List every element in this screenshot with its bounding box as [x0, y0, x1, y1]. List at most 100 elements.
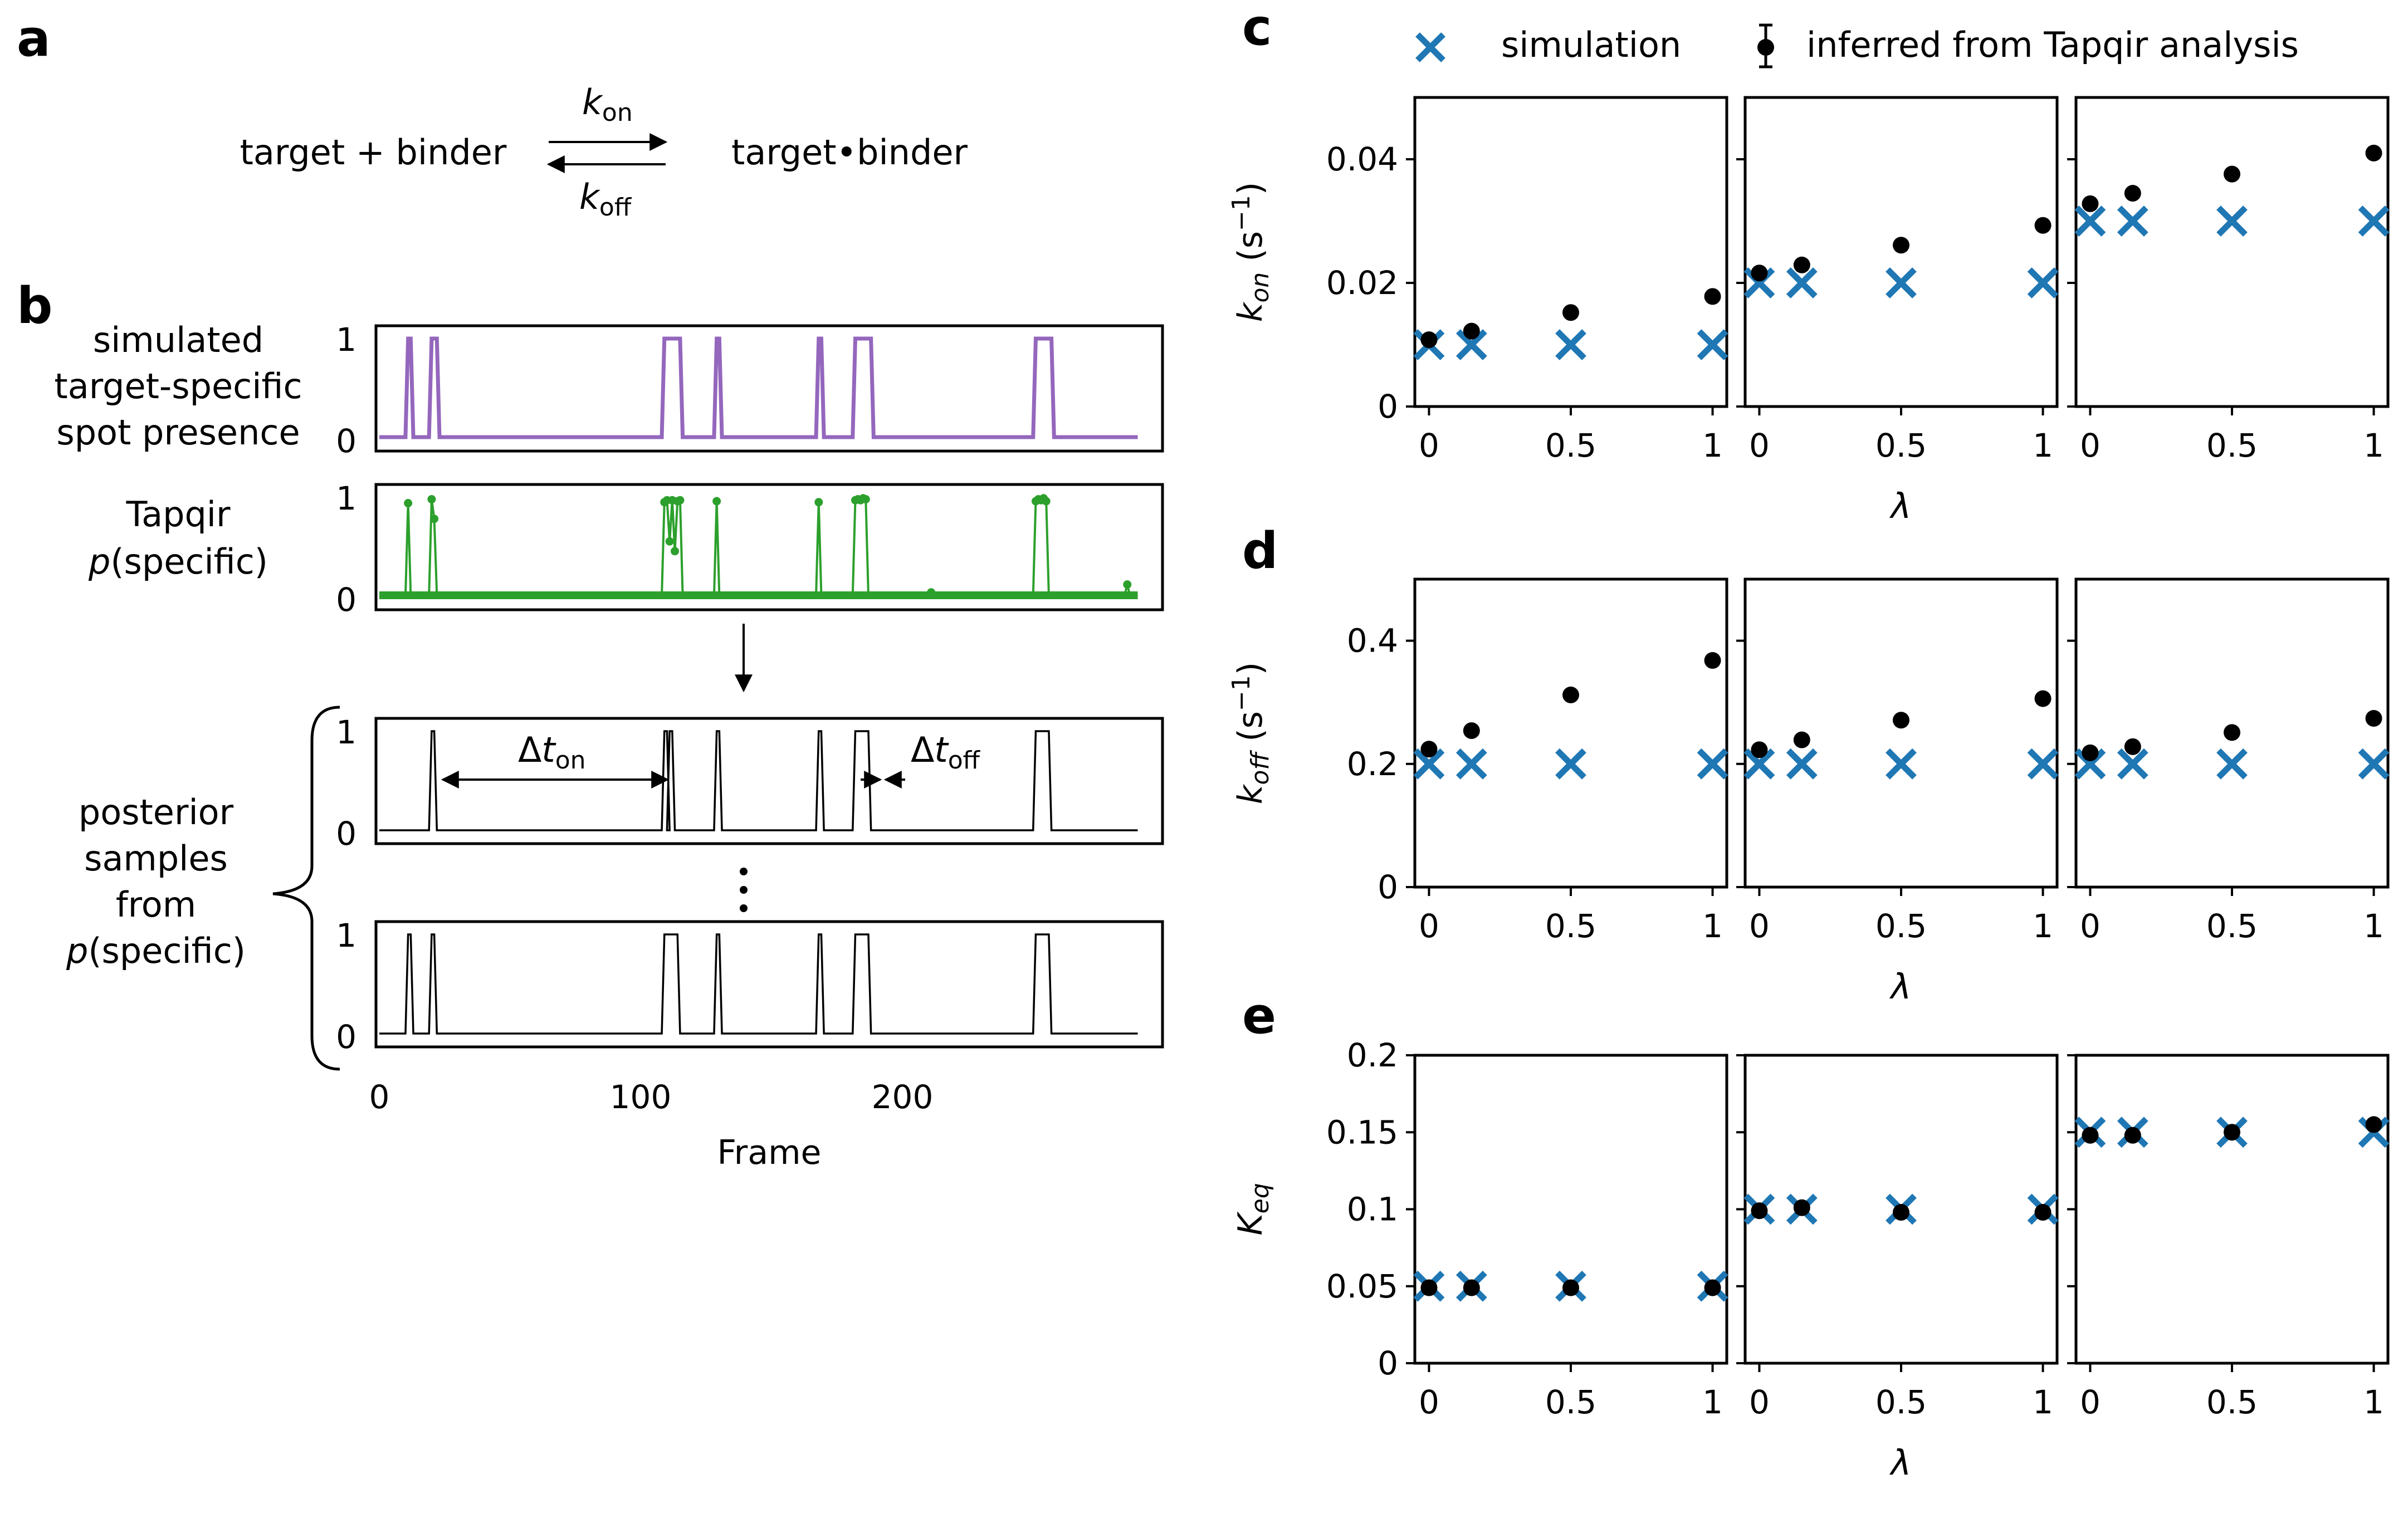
- tapqir-trace-line: [379, 497, 1138, 596]
- svg-text:p(specific): p(specific): [66, 931, 246, 971]
- x-tick-label: 1: [2033, 907, 2053, 945]
- inferred-point: [1751, 741, 1768, 758]
- panel-d-y-tick-label: 0: [1378, 868, 1398, 906]
- svg-text:Tapqir: Tapqir: [125, 494, 231, 535]
- panel-c-x-axis-label: λ: [1889, 486, 1912, 526]
- x-tick-label: 1: [1702, 907, 1723, 945]
- simulation-point-stroke: [1455, 329, 1487, 360]
- simulation-point: [1413, 748, 1445, 780]
- simulation-point-stroke: [1743, 267, 1775, 298]
- panel-e-y-tick-label: 0.15: [1326, 1113, 1398, 1151]
- panel-e-y-tick-label: 0.1: [1347, 1191, 1398, 1228]
- inferred-point: [2224, 165, 2240, 183]
- tapqir-point: [430, 515, 439, 523]
- inferred-point: [2082, 744, 2099, 761]
- panel-c-y-axis-label: kon (s−1): [1227, 182, 1274, 322]
- svg-text:0: 0: [336, 581, 356, 619]
- subplot-frame: [1743, 577, 2059, 889]
- panel-c-y-tick-label: 0.04: [1326, 140, 1398, 178]
- simulation-point-stroke: [2358, 205, 2390, 237]
- panel-letter-b: b: [17, 277, 52, 335]
- simulation-point: [1743, 267, 1775, 298]
- legend-simulation-label: simulation: [1501, 25, 1681, 65]
- frame-tick-100: 100: [610, 1078, 672, 1116]
- inferred-point: [1893, 237, 1909, 254]
- inferred-point: [1893, 712, 1909, 729]
- panel-e-y-tick-label: 0.05: [1326, 1267, 1398, 1305]
- svg-text:1: 1: [336, 713, 356, 751]
- x-tick-label: 1: [2363, 1383, 2384, 1421]
- trace-layer: [379, 336, 1138, 1035]
- x-tick-label: 0: [2080, 1383, 2101, 1421]
- inferred-point: [1704, 288, 1721, 305]
- simulation-point: [1697, 329, 1728, 360]
- panel-d-x-axis-label: λ: [1889, 966, 1912, 1007]
- legend-inferred-marker: [1757, 23, 1774, 68]
- simulation-point: [2216, 205, 2248, 237]
- inferred-point: [2124, 185, 2141, 202]
- svg-text:0: 0: [336, 815, 356, 853]
- trace-y-ticks: 1 0 1 0 1 0 1 0: [336, 321, 356, 1056]
- tapqir-point: [404, 499, 413, 508]
- tapqir-point: [671, 547, 680, 556]
- panel-d-y-axis-label: koff (s−1): [1227, 662, 1274, 804]
- x-tick-label: 0.5: [1875, 907, 1927, 945]
- tapqir-point: [861, 495, 870, 504]
- x-tick-label: 0.5: [1875, 427, 1927, 464]
- reaction-scheme: target + binder target•binder kon koff: [240, 82, 968, 222]
- simulation-point: [1886, 748, 1917, 780]
- x-tick-label: 0.5: [2206, 427, 2258, 464]
- inferred-point: [2124, 738, 2141, 755]
- x-tick-label: 0.5: [2206, 907, 2258, 945]
- simulation-point: [2216, 748, 2248, 780]
- frame-tick-0: 0: [369, 1078, 390, 1116]
- simulation-point: [1555, 748, 1586, 780]
- inferred-point: [1420, 1279, 1438, 1296]
- simulation-point: [1455, 748, 1487, 780]
- simulation-point-stroke: [2117, 748, 2148, 780]
- svg-text:1: 1: [336, 479, 356, 517]
- panel-e-x-axis-label: λ: [1889, 1442, 1912, 1483]
- svg-text:0: 0: [336, 422, 356, 460]
- subplot-frame: [1413, 96, 1728, 408]
- inferred-point: [1463, 722, 1480, 740]
- simulation-point: [1697, 748, 1728, 780]
- inferred-point: [1562, 686, 1579, 703]
- kon-label: kon: [582, 82, 633, 127]
- panel-c-y-tick-label: 0: [1378, 388, 1398, 425]
- reaction-reactants: target + binder: [240, 132, 507, 173]
- panel-letter-e: e: [1242, 987, 1276, 1045]
- legend: simulation inferred from Tapqir analysis: [1415, 23, 2299, 68]
- panel-d-y-tick-label: 0.4: [1347, 622, 1398, 660]
- inferred-point: [1562, 1279, 1579, 1296]
- x-tick-label: 0: [1749, 907, 1770, 945]
- subplot-frame: [1413, 1054, 1728, 1365]
- legend-simulation-marker: [1415, 32, 1445, 62]
- simulated-trace-axes: [374, 324, 1164, 453]
- svg-text:p(specific): p(specific): [88, 541, 268, 582]
- frame-axis-label: Frame: [717, 1133, 822, 1172]
- tapqir-point: [676, 496, 685, 505]
- simulation-point-stroke: [2216, 748, 2248, 780]
- inferred-point: [2365, 1116, 2382, 1133]
- simulation-point: [1455, 329, 1487, 360]
- simulation-point: [2117, 748, 2148, 780]
- inferred-point: [2034, 217, 2052, 234]
- inferred-point: [2365, 144, 2382, 161]
- simulation-point-stroke: [1886, 267, 1917, 298]
- panel-letter-d: d: [1242, 522, 1278, 580]
- tapqir-point: [665, 537, 674, 546]
- sample1-trace-axes: [374, 717, 1164, 845]
- inferred-point: [2082, 1127, 2099, 1144]
- x-tick-label: 0.5: [1545, 1383, 1596, 1421]
- tapqir-trace-label: Tapqir p(specific): [88, 494, 268, 582]
- vertical-ellipsis: [740, 868, 748, 912]
- simulation-point-stroke: [1555, 329, 1586, 360]
- simulation-point: [1886, 267, 1917, 298]
